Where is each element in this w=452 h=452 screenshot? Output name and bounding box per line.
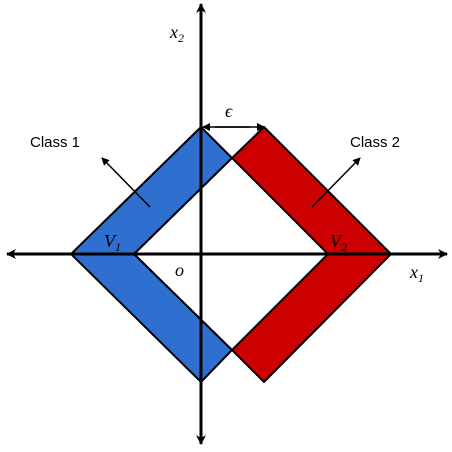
origin-label: o — [175, 260, 184, 280]
v2-label: V2 — [330, 231, 347, 254]
class2-label: Class 2 — [350, 134, 400, 151]
class1-pointer-arrow — [101, 157, 151, 208]
class2-pointer-arrow — [311, 157, 361, 208]
v1-label: V1 — [104, 231, 121, 254]
class1-label: Class 1 — [30, 134, 80, 151]
epsilon-label: ϵ — [225, 101, 233, 121]
x1-axis-label: x1 — [409, 262, 424, 285]
x2-axis-label: x2 — [169, 22, 184, 45]
